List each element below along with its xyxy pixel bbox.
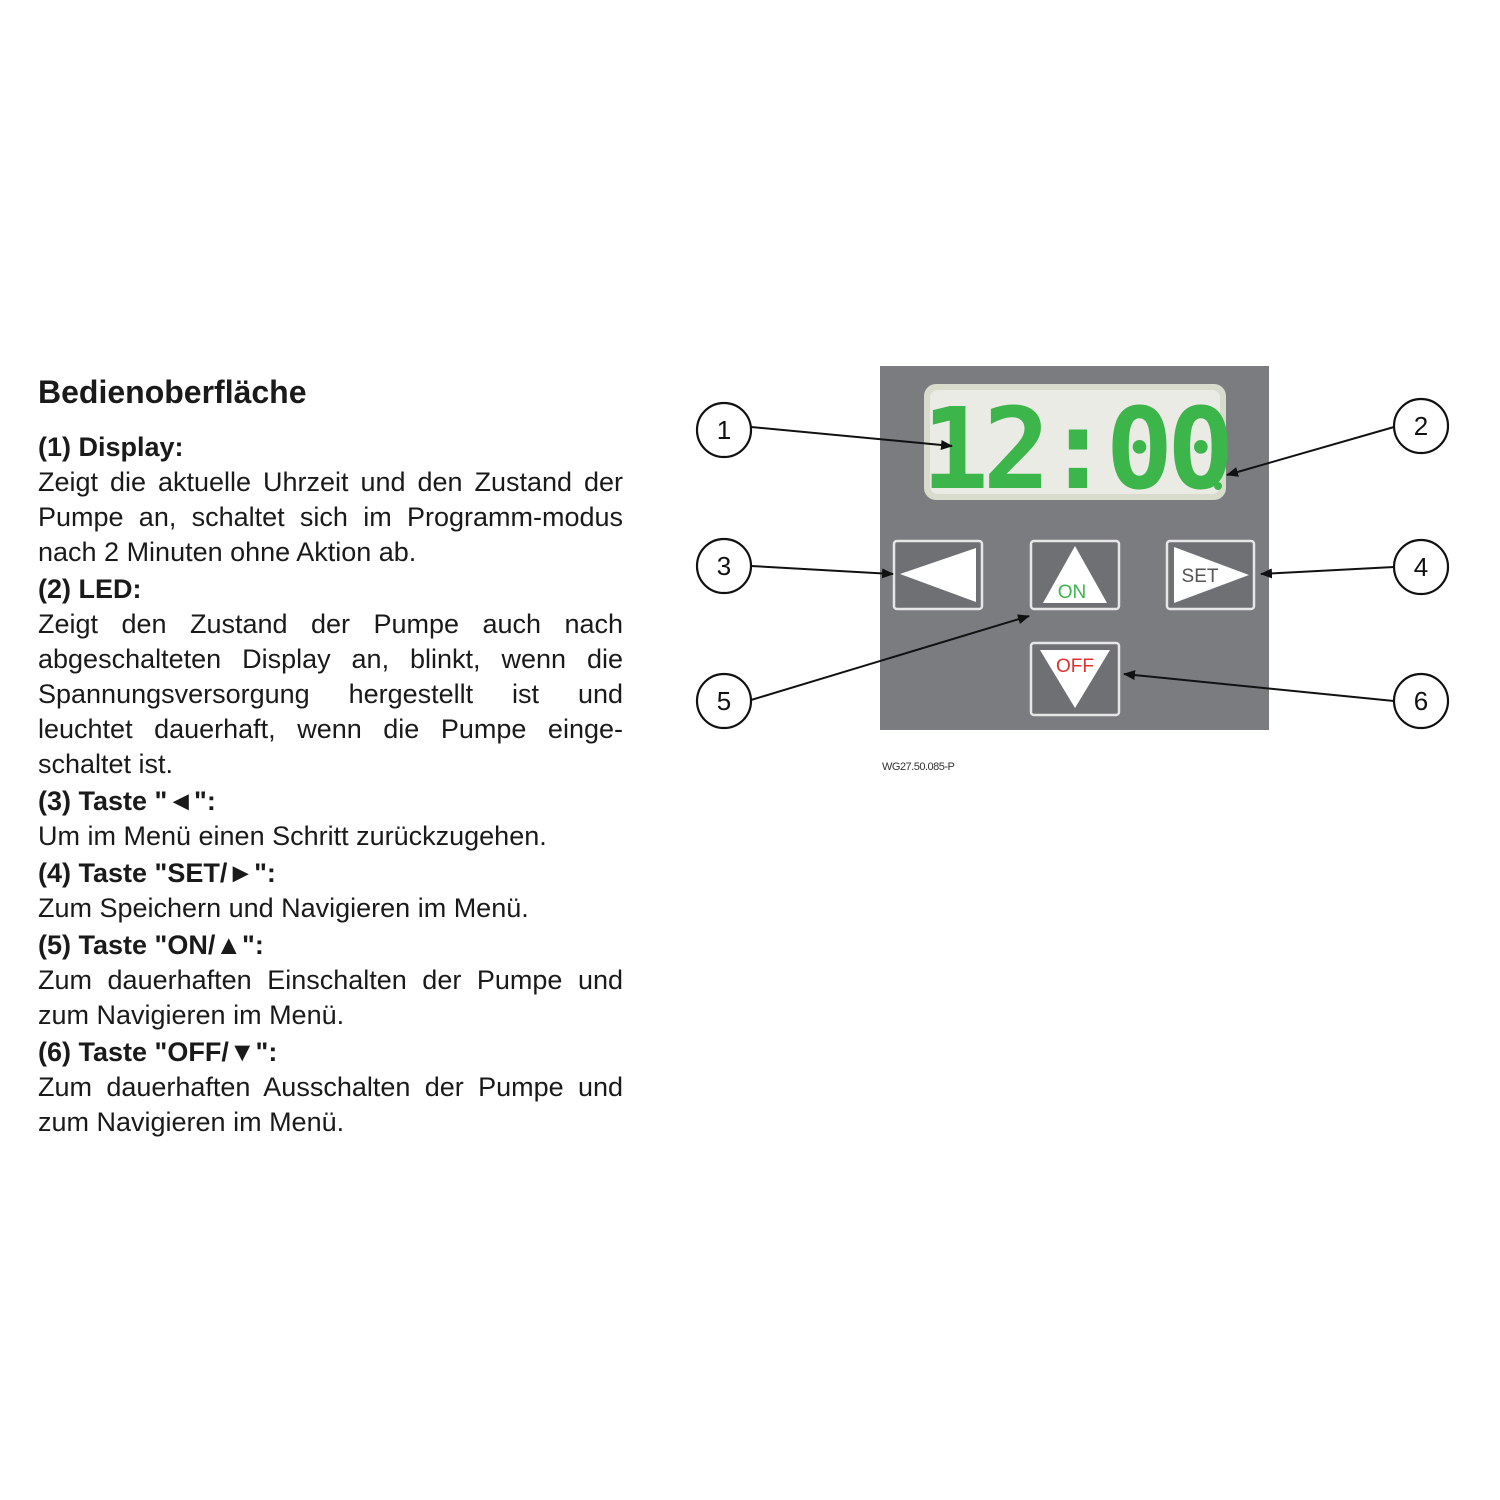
- on-label: ON: [1058, 582, 1087, 603]
- left-triangle-icon: [900, 548, 976, 602]
- control-panel-diagram: 12:00 ON SET OFF: [695, 366, 1450, 730]
- set-right-key[interactable]: SET: [1165, 539, 1256, 611]
- section-body-led: Zeigt den Zustand der Pumpe auch nach ab…: [38, 609, 623, 779]
- leader-line-4: [1260, 566, 1395, 579]
- section-body-off-key: Zum dauerhaften Ausschalten der Pumpe un…: [38, 1072, 623, 1137]
- page-title: Bedienoberfläche: [38, 374, 307, 410]
- display-screen: [930, 390, 1220, 494]
- callout-number-2: 2: [1414, 411, 1428, 441]
- section-body-set-key: Zum Speichern und Navigieren im Menü.: [38, 893, 529, 923]
- set-label: SET: [1182, 566, 1219, 587]
- figure-code: WG27.50.085-P: [882, 761, 955, 773]
- leader-line-1: [750, 426, 953, 450]
- callout-number-4: 4: [1414, 552, 1428, 582]
- control-panel-figure: 12:00 ON SET OFF: [690, 360, 1460, 780]
- section-body-back-key: Um im Menü einen Schritt zurückzugehen.: [38, 821, 547, 851]
- off-down-key[interactable]: OFF: [1029, 641, 1121, 717]
- display-time: 12:00: [921, 385, 1228, 515]
- section-heading-display: (1) Display:: [38, 432, 184, 462]
- callout-circle-3: [695, 537, 753, 595]
- section-body-on-key: Zum dauerhaften Einschalten der Pumpe un…: [38, 965, 623, 1030]
- callout-circle-2: [1392, 397, 1450, 455]
- on-up-key[interactable]: ON: [1029, 539, 1121, 611]
- up-triangle-icon: [1043, 546, 1107, 603]
- section-heading-on-key: (5) Taste "ON/▲":: [38, 930, 264, 960]
- right-triangle-icon: [1174, 547, 1249, 603]
- back-key[interactable]: [892, 539, 984, 611]
- callout-number-6: 6: [1414, 686, 1428, 716]
- callout-circle-6: [1392, 672, 1450, 730]
- manual-text: Bedienoberfläche (1) Display: Zeigt die …: [38, 372, 623, 1142]
- section-heading-set-key: (4) Taste "SET/►":: [38, 858, 276, 888]
- section-body-display: Zeigt die aktuelle Uhrzeit und den Zusta…: [38, 467, 623, 567]
- leader-line-3: [750, 565, 894, 579]
- down-triangle-icon: [1040, 650, 1110, 708]
- leader-line-5: [750, 614, 1030, 701]
- section-heading-off-key: (6) Taste "OFF/▼":: [38, 1037, 278, 1067]
- leader-line-6: [1123, 670, 1395, 702]
- off-label: OFF: [1056, 656, 1094, 677]
- leader-line-2: [1226, 426, 1395, 477]
- section-heading-back-key: (3) Taste "◄":: [38, 786, 216, 816]
- callout-number-5: 5: [717, 686, 731, 716]
- callout-circle-1: [695, 401, 753, 459]
- callout-number-3: 3: [717, 551, 731, 581]
- section-heading-led: (2) LED:: [38, 574, 142, 604]
- callout-circle-5: [695, 672, 753, 730]
- callout-circle-4: [1392, 538, 1450, 596]
- callout-number-1: 1: [717, 415, 731, 445]
- status-led: [1214, 482, 1222, 490]
